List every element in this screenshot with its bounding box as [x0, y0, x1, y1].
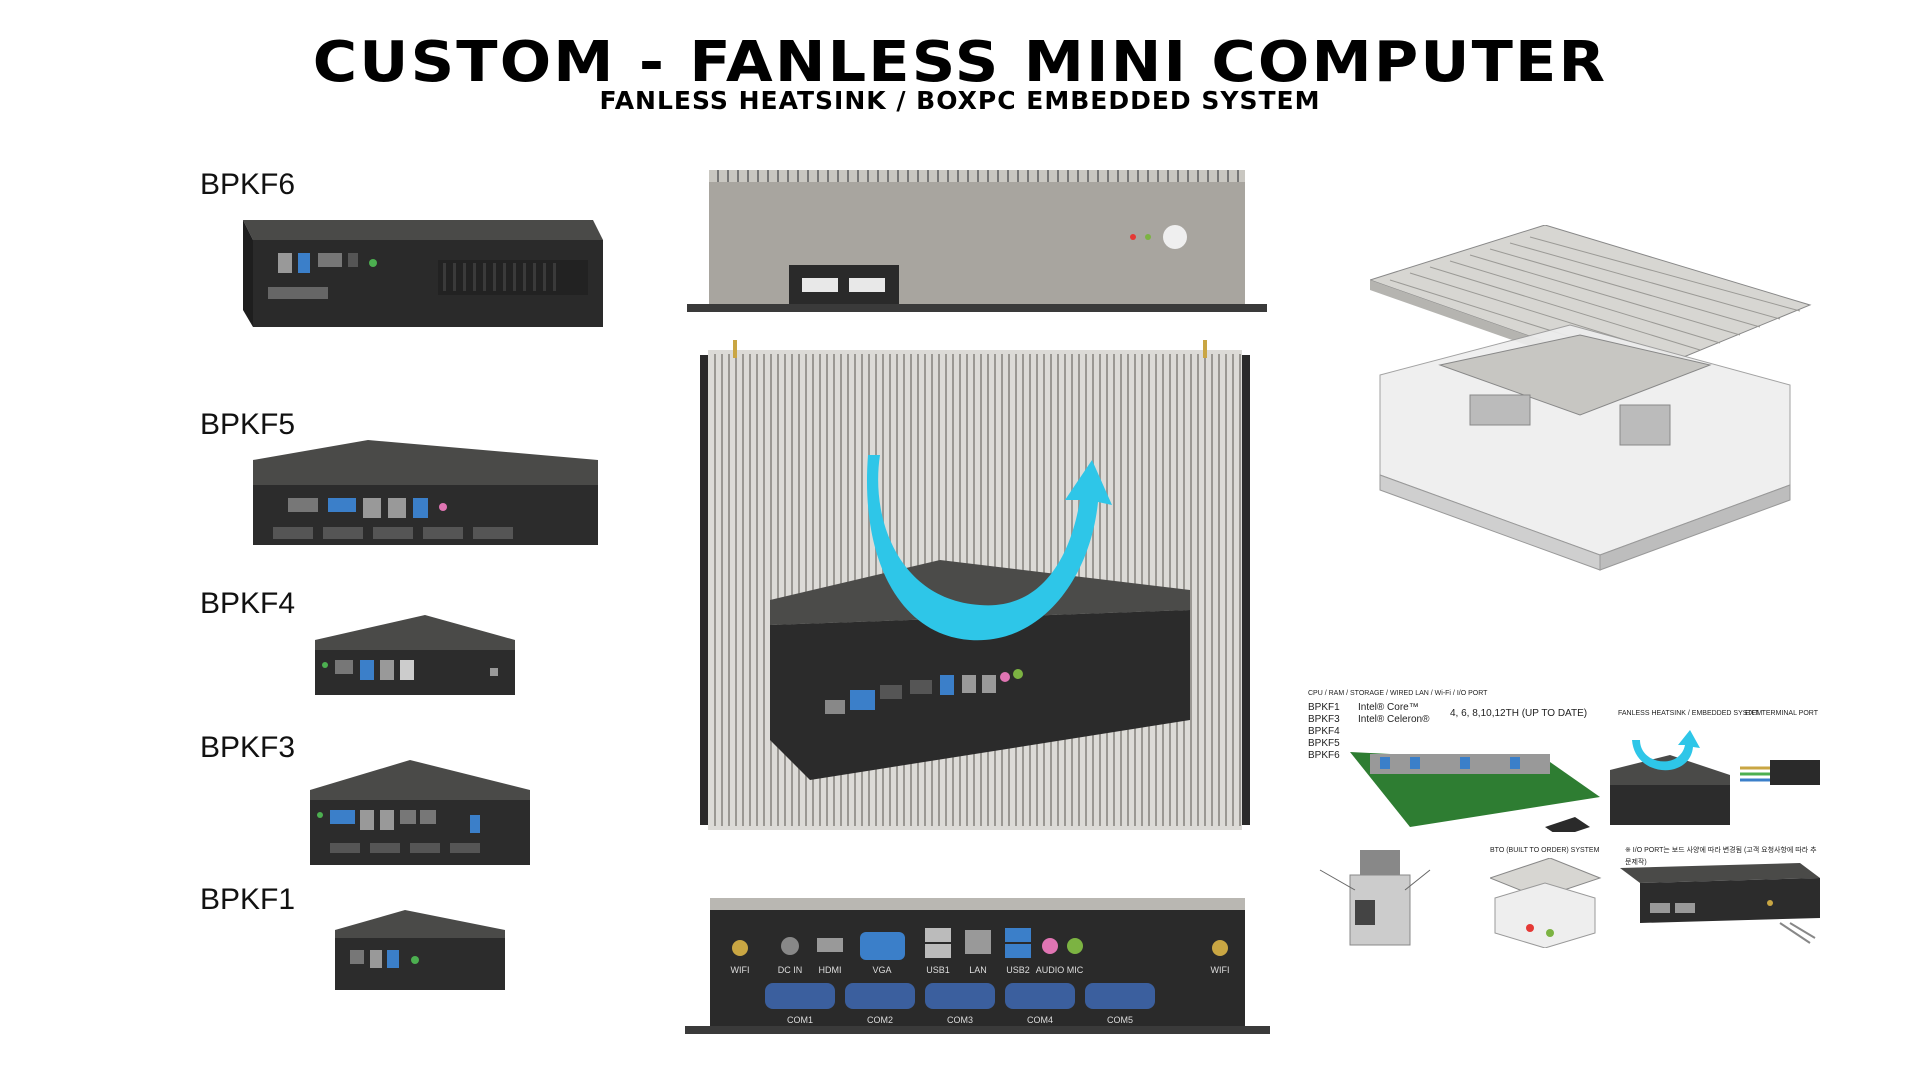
info-card-header: CPU / RAM / STORAGE / WIRED LAN / Wi-Fi …	[1308, 690, 1488, 697]
info-bto-image	[1490, 858, 1602, 948]
bpkf6-device-image	[243, 220, 603, 327]
info-card-model-list: BPKF1 BPKF3 BPKF4 BPKF5 BPKF6	[1308, 702, 1340, 762]
front-view-image	[687, 170, 1267, 312]
heatsink-fin	[742, 354, 744, 826]
heatsink-fin	[777, 354, 779, 826]
info-board-image	[1350, 752, 1600, 832]
model-label-bpkf5: BPKF5	[200, 408, 296, 441]
info-heatsink-label: FANLESS HEATSINK / EMBEDDED SYSTEM	[1618, 710, 1763, 717]
heatsink-fin	[763, 354, 765, 826]
bpkf5-device-image	[253, 440, 598, 545]
heatsink-fin	[1204, 354, 1206, 826]
heatsink-fin	[770, 354, 772, 826]
port-label-com3: COM3	[947, 1015, 973, 1025]
info-generations: 4, 6, 8,10,12TH (UP TO DATE)	[1450, 708, 1588, 719]
bpkf4-device-image	[315, 615, 515, 695]
port-label-mic: MIC	[1067, 965, 1084, 975]
port-label-com1: COM1	[787, 1015, 813, 1025]
info-model-bpkf3: BPKF3	[1308, 714, 1340, 725]
port-label-usb2: USB2	[1006, 965, 1030, 975]
heatsink-fin	[784, 354, 786, 826]
rear-io-panel-image: WIFI DC IN HDMI VGA USB1 LAN USB2 AUDIO …	[685, 898, 1270, 1034]
info-heatsink-image	[1610, 730, 1730, 825]
port-label-vga: VGA	[872, 965, 891, 975]
heatsink-fin	[756, 354, 758, 826]
info-device-wide-image	[1620, 863, 1820, 944]
heatsink-fin	[1197, 354, 1199, 826]
info-model-bpkf4: BPKF4	[1308, 726, 1340, 737]
page-subtitle: FANLESS HEATSINK / BOXPC EMBEDDED SYSTEM	[599, 86, 1321, 115]
info-kiosk-image	[1319, 850, 1431, 946]
heatsink-fin	[749, 354, 751, 826]
heatsink-fin	[805, 354, 807, 826]
bpkf3-device-image	[310, 760, 530, 865]
heatsink-fin	[1218, 354, 1220, 826]
bpkf1-device-image	[335, 910, 505, 990]
exploded-view-image	[1370, 225, 1812, 571]
port-label-wifi-right: WIFI	[1211, 965, 1230, 975]
info-terminal-label: EXT. TERMINAL PORT	[1745, 710, 1818, 717]
heatsink-fin	[721, 354, 723, 826]
heatsink-fin	[1239, 354, 1241, 826]
port-label-dc-in: DC IN	[778, 965, 803, 975]
info-model-bpkf5: BPKF5	[1308, 738, 1340, 749]
info-io-note: ※ I/O PORT는 보드 사양에 따라 변경됨 (고객 요청사항에 따라 추…	[1625, 847, 1817, 866]
heatsink-fin	[728, 354, 730, 826]
info-cpu-core: Intel® Core™	[1358, 702, 1419, 713]
port-label-hdmi: HDMI	[819, 965, 842, 975]
port-label-com5: COM5	[1107, 1015, 1133, 1025]
port-label-lan: LAN	[969, 965, 987, 975]
info-model-bpkf6: BPKF6	[1308, 750, 1340, 761]
info-cpu-celeron: Intel® Celeron®	[1358, 714, 1430, 725]
info-bto-label: BTO (BUILT TO ORDER) SYSTEM	[1490, 847, 1600, 854]
page-title: CUSTOM - FANLESS MINI COMPUTER	[312, 30, 1608, 95]
port-label-usb1: USB1	[926, 965, 950, 975]
heatsink-fin	[791, 354, 793, 826]
model-label-bpkf1: BPKF1	[200, 883, 296, 916]
port-label-com2: COM2	[867, 1015, 893, 1025]
port-label-com4: COM4	[1027, 1015, 1053, 1025]
heatsink-fin	[798, 354, 800, 826]
model-label-bpkf6: BPKF6	[200, 168, 296, 201]
port-label-audio: AUDIO	[1036, 965, 1065, 975]
heatsink-fin	[735, 354, 737, 826]
heatsink-fin	[1190, 354, 1192, 826]
info-terminal-image	[1740, 760, 1820, 785]
model-label-bpkf4: BPKF4	[200, 587, 296, 620]
port-label-wifi-left: WIFI	[731, 965, 750, 975]
model-label-bpkf3: BPKF3	[200, 731, 296, 764]
heatsink-fin	[1225, 354, 1227, 826]
heatsink-fin	[714, 354, 716, 826]
heatsink-fin	[1211, 354, 1213, 826]
info-model-bpkf1: BPKF1	[1308, 702, 1340, 713]
info-card: CPU / RAM / STORAGE / WIRED LAN / Wi-Fi …	[1300, 680, 1820, 950]
heatsink-fin	[1232, 354, 1234, 826]
heatsink-top-view-image	[700, 340, 1250, 830]
